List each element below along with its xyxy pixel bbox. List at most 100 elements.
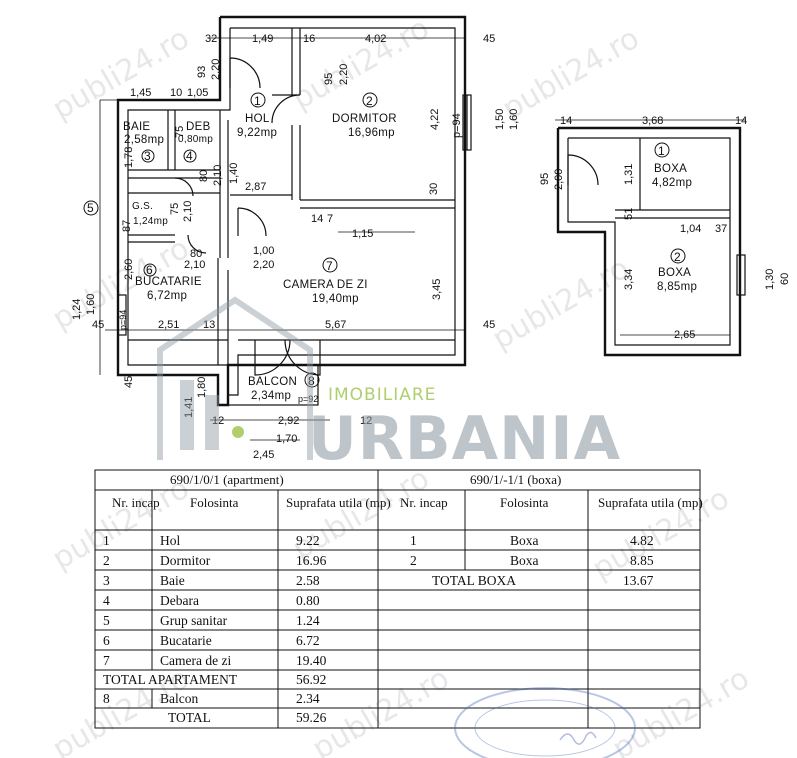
- svg-text:4,02: 4,02: [365, 33, 386, 45]
- svg-text:Debara: Debara: [160, 593, 199, 608]
- svg-text:2,20: 2,20: [253, 259, 274, 271]
- svg-text:BAIE: BAIE: [123, 121, 150, 133]
- svg-text:2,51: 2,51: [158, 319, 179, 331]
- apartment-dimensions: 32 1,49 16 4,02 45 93 2,20 95 2,20 1,45 …: [71, 33, 520, 461]
- svg-text:3: 3: [144, 149, 151, 163]
- svg-text:BUCATARIE: BUCATARIE: [135, 276, 202, 288]
- svg-text:2: 2: [366, 94, 373, 108]
- svg-text:13: 13: [203, 319, 215, 331]
- svg-text:2: 2: [103, 553, 110, 568]
- svg-text:Hol: Hol: [160, 533, 180, 548]
- svg-text:1: 1: [254, 94, 261, 108]
- svg-text:30: 30: [428, 183, 440, 195]
- svg-text:10: 10: [170, 87, 182, 99]
- svg-text:Balcon: Balcon: [160, 691, 198, 706]
- svg-text:Dormitor: Dormitor: [160, 553, 211, 568]
- urbania-watermark: IMOBILIARE URBANIA: [157, 296, 621, 474]
- svg-text:4,82mp: 4,82mp: [652, 177, 692, 189]
- door-entrance: [229, 57, 261, 89]
- svg-text:4: 4: [103, 593, 110, 608]
- svg-text:1,78: 1,78: [123, 147, 135, 168]
- svg-text:p=92: p=92: [298, 394, 318, 404]
- door-gs: [174, 177, 194, 197]
- svg-text:19,40mp: 19,40mp: [312, 293, 359, 305]
- svg-text:75: 75: [174, 126, 186, 138]
- svg-text:1,24mp: 1,24mp: [133, 216, 168, 227]
- svg-text:2: 2: [410, 553, 417, 568]
- svg-text:1,50: 1,50: [494, 109, 506, 130]
- svg-text:Bucatarie: Bucatarie: [160, 633, 212, 648]
- svg-text:6,72mp: 6,72mp: [147, 290, 187, 302]
- svg-text:2,87: 2,87: [245, 181, 266, 193]
- door-living: [237, 207, 267, 237]
- svg-text:59.26: 59.26: [296, 710, 327, 725]
- svg-text:37: 37: [715, 223, 727, 235]
- svg-text:32: 32: [205, 33, 217, 45]
- svg-text:14: 14: [735, 115, 747, 127]
- svg-text:2.34: 2.34: [296, 691, 320, 706]
- svg-text:12: 12: [212, 415, 224, 427]
- watermark-tagline: IMOBILIARE: [328, 385, 436, 405]
- svg-text:p=94: p=94: [451, 113, 463, 138]
- svg-text:publi24.ro: publi24.ro: [287, 11, 436, 117]
- svg-text:Suprafata utila (mp): Suprafata utila (mp): [598, 495, 703, 510]
- svg-text:1,60: 1,60: [508, 109, 520, 130]
- svg-text:publi24.ro: publi24.ro: [307, 661, 456, 758]
- svg-text:2,34mp: 2,34mp: [251, 390, 291, 402]
- svg-text:DEB: DEB: [186, 121, 211, 133]
- table-apartment-title: 690/1/0/1 (apartment): [170, 472, 284, 487]
- svg-text:7: 7: [103, 653, 110, 668]
- svg-text:Folosinta: Folosinta: [500, 495, 549, 510]
- svg-text:4: 4: [186, 149, 193, 163]
- svg-text:1,40: 1,40: [228, 163, 240, 184]
- svg-text:16: 16: [303, 33, 315, 45]
- svg-text:2,20: 2,20: [210, 59, 222, 80]
- svg-text:80: 80: [198, 170, 210, 182]
- storage-inner-wall: [567, 137, 731, 346]
- svg-text:8,85mp: 8,85mp: [657, 281, 697, 293]
- svg-text:5,67: 5,67: [325, 319, 346, 331]
- svg-text:TOTAL: TOTAL: [168, 710, 211, 725]
- svg-text:Camera de zi: Camera de zi: [160, 653, 231, 668]
- svg-text:1,31: 1,31: [623, 164, 635, 185]
- svg-text:8: 8: [308, 374, 315, 388]
- svg-text:2,60: 2,60: [123, 259, 135, 280]
- svg-text:9.22: 9.22: [296, 533, 320, 548]
- svg-text:CAMERA DE ZI: CAMERA DE ZI: [283, 279, 368, 291]
- svg-text:Nr. incap: Nr. incap: [112, 495, 160, 510]
- svg-text:6: 6: [146, 263, 153, 277]
- svg-text:Baie: Baie: [160, 573, 185, 588]
- svg-text:6: 6: [103, 633, 110, 648]
- apartment-room-labels: 1 HOL 9,22mp 2 DORMITOR 16,96mp BAIE 2,5…: [83, 92, 396, 402]
- svg-text:1,80: 1,80: [196, 377, 208, 398]
- svg-text:95: 95: [539, 173, 551, 185]
- svg-text:publi24.ro: publi24.ro: [287, 461, 436, 567]
- svg-text:2,20: 2,20: [338, 64, 350, 85]
- svg-text:Boxa: Boxa: [510, 553, 539, 568]
- door-dormitor: [271, 94, 301, 124]
- window: [117, 294, 127, 336]
- watermark-brand: URBANIA: [308, 404, 621, 474]
- svg-text:3: 3: [103, 573, 110, 588]
- svg-text:2,00: 2,00: [553, 169, 565, 190]
- balcony-outline: [227, 364, 319, 406]
- svg-text:2,10: 2,10: [212, 165, 224, 186]
- svg-text:19.40: 19.40: [296, 653, 327, 668]
- svg-text:4.82: 4.82: [630, 533, 654, 548]
- svg-text:45: 45: [483, 33, 495, 45]
- svg-text:45: 45: [92, 319, 104, 331]
- svg-text:3,45: 3,45: [431, 279, 443, 300]
- svg-text:1,24: 1,24: [71, 299, 83, 320]
- svg-text:2,10: 2,10: [182, 201, 194, 222]
- svg-text:2,58mp: 2,58mp: [124, 134, 164, 146]
- svg-text:1,00: 1,00: [253, 245, 274, 257]
- svg-text:publi24.ro: publi24.ro: [47, 21, 196, 127]
- svg-text:16.96: 16.96: [296, 553, 327, 568]
- table-text: 690/1/0/1 (apartment) Nr. incap Folosint…: [103, 472, 703, 725]
- svg-text:2.58: 2.58: [296, 573, 320, 588]
- svg-text:BOXA: BOXA: [658, 267, 691, 279]
- svg-text:1.24: 1.24: [296, 613, 320, 628]
- svg-text:TOTAL BOXA: TOTAL BOXA: [432, 573, 516, 588]
- svg-text:1: 1: [658, 144, 665, 158]
